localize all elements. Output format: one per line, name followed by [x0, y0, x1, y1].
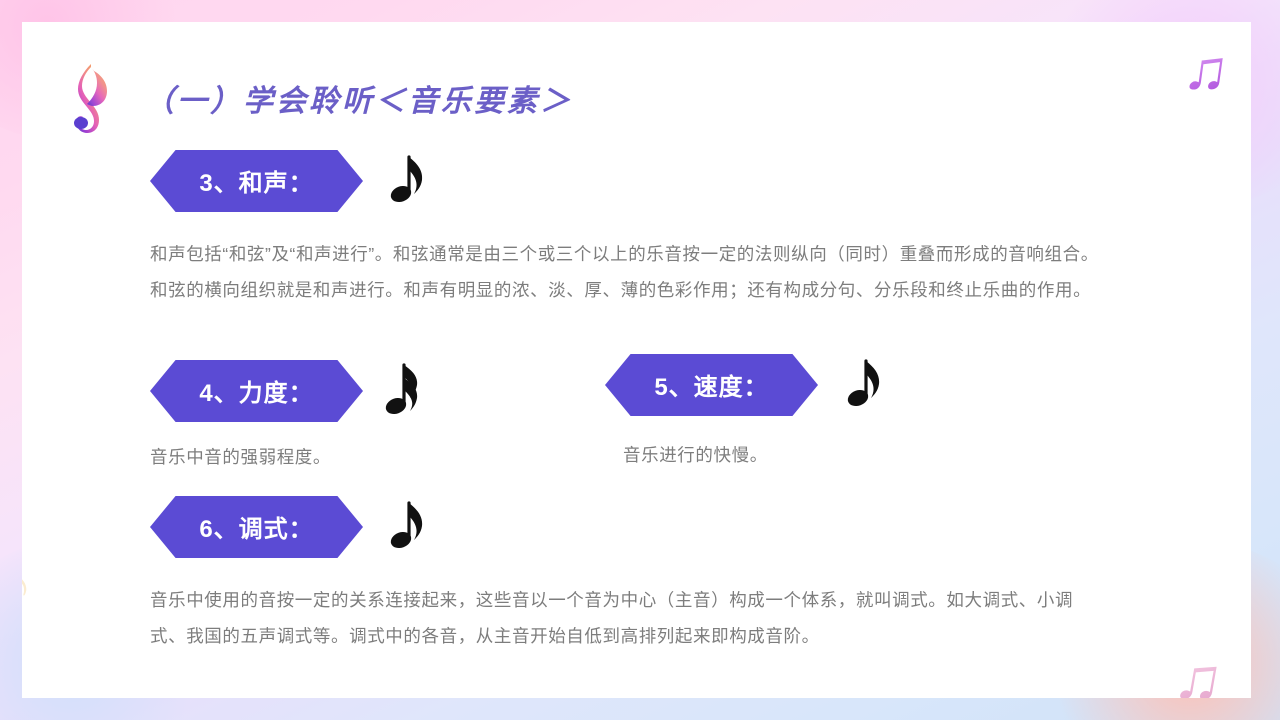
section-mode: 6、调式： 音乐中使用的音按一定的关系连接起来，这些音以一个音为中心（主音）构成… — [150, 496, 1100, 654]
section-body-text: 音乐中使用的音按一定的关系连接起来，这些音以一个音为中心（主音）构成一个体系，就… — [150, 590, 1074, 647]
eighth-note-icon — [390, 501, 423, 549]
eighth-note-icon — [390, 155, 423, 203]
badge-row: 6、调式： — [150, 496, 1100, 558]
section-tempo: 5、速度： 音乐进行的快慢。 — [605, 354, 1043, 468]
badge-row: 4、力度： — [150, 360, 610, 422]
section-badge-5[interactable]: 5、速度： — [605, 354, 818, 416]
section-body-text: 音乐进行的快慢。 — [623, 445, 768, 465]
badge-row: 3、和声： — [150, 150, 1100, 212]
treble-clef-icon — [74, 64, 107, 133]
section-badge-4[interactable]: 4、力度： — [150, 360, 363, 422]
single-note-icon: ♪ — [22, 553, 35, 617]
section-body-text: 音乐中音的强弱程度。 — [150, 447, 331, 467]
double-note-icon: ♫ — [1169, 638, 1229, 698]
section-body-text: 和声包括“和弦”及“和声进行”。和弦通常是由三个或三个以上的乐音按一定的法则纵向… — [150, 244, 1099, 301]
section-badge-label: 5、速度： — [654, 373, 769, 401]
section-dynamics: 4、力度： 音乐中音的强弱程度。 — [150, 360, 610, 470]
section-badge-6[interactable]: 6、调式： — [150, 496, 363, 558]
section-badge-label: 6、调式： — [199, 515, 314, 543]
double-note-icon: ♫ — [1179, 33, 1234, 106]
slide-content-card: ♫ ♫ ♪ （一）学会聆听＜音乐要素＞ — [22, 22, 1251, 698]
sixteenth-note-icon — [385, 363, 418, 415]
slide-header: （一）学会聆听＜音乐要素＞ — [58, 58, 573, 138]
section-badge-3[interactable]: 3、和声： — [150, 150, 363, 212]
eighth-note-icon — [847, 359, 880, 407]
badge-row: 5、速度： — [605, 354, 1043, 416]
section-badge-label: 4、力度： — [199, 379, 314, 407]
page-title: （一）学会聆听＜音乐要素＞ — [144, 85, 573, 118]
section-badge-label: 3、和声： — [199, 169, 314, 197]
section-harmony: 3、和声： 和声包括“和弦”及“和声进行”。和弦通常是由三个或三个以上的乐音按一… — [150, 150, 1100, 308]
